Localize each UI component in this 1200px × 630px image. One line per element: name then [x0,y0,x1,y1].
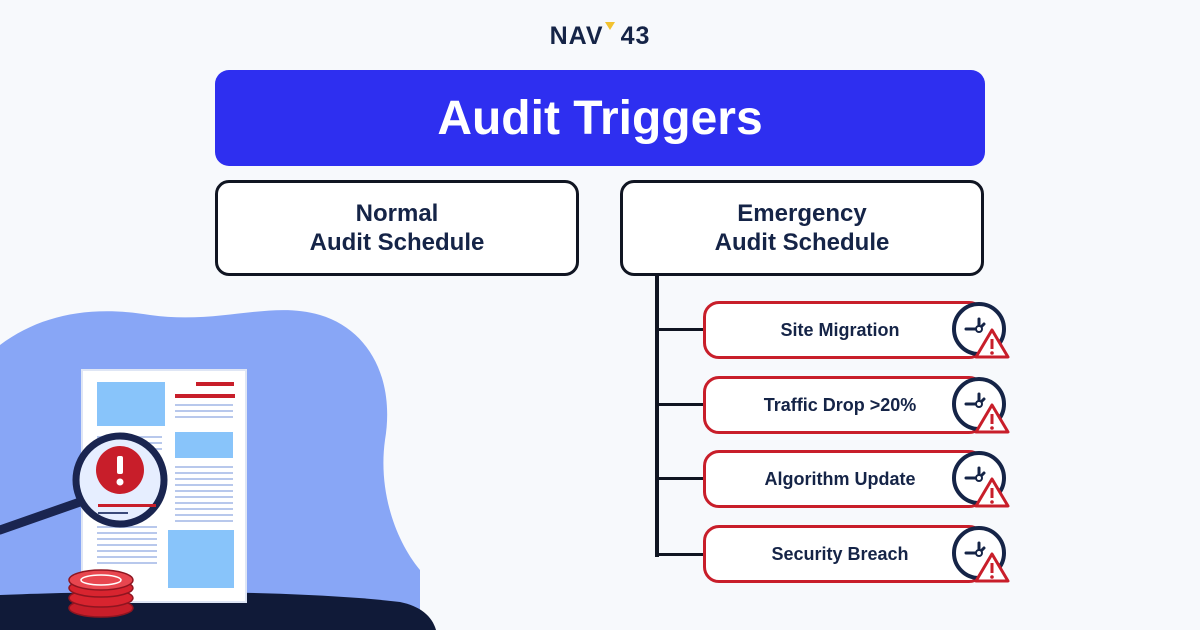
clock-warning-icon [952,302,1010,359]
clock-warning-icon [952,451,1010,508]
nav43-logo: NAV 43 [0,22,1200,51]
tree-branch-line [655,477,705,480]
logo-accent-mark [604,22,615,30]
clock-warning-icon [952,377,1010,434]
logo-text-right: 43 [620,22,651,50]
clock-warning-icon [952,526,1010,583]
trigger-label: Traffic Drop >20% [763,394,917,415]
tree-branch-line [655,403,705,406]
trigger-label: Security Breach [771,543,909,564]
tree-branch-line [655,553,705,556]
emergency-schedule-box: Emergency Audit Schedule [620,180,984,276]
normal-schedule-line2: Audit Schedule [309,229,485,256]
emergency-schedule-line2: Audit Schedule [714,229,890,256]
trigger-label: Algorithm Update [764,468,916,489]
document-magnifier-alert-icon [0,310,436,630]
normal-schedule-line1: Normal [355,200,439,227]
title-banner: Audit Triggers [215,70,985,166]
tree-branch-line [655,328,705,331]
logo-text-left: NAV [549,22,604,50]
normal-schedule-box: Normal Audit Schedule [215,180,579,276]
trigger-algorithm-update: Algorithm Update [703,450,985,508]
emergency-schedule-line1: Emergency [737,200,867,227]
trigger-label: Site Migration [780,319,900,340]
page-title: Audit Triggers [437,91,763,145]
trigger-security-breach: Security Breach [703,525,985,583]
trigger-traffic-drop: Traffic Drop >20% [703,376,985,434]
tree-trunk-line [655,276,659,557]
trigger-site-migration: Site Migration [703,301,985,359]
